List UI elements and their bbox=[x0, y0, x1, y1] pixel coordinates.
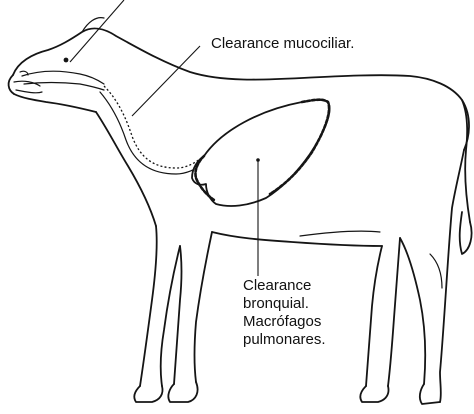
label-bronquial-line: Clearance bbox=[243, 277, 326, 295]
calf-outline bbox=[9, 18, 472, 404]
label-bronquial-line: Macrófagos bbox=[243, 313, 326, 331]
label-mucociliar-clearance: Clearance mucociliar. bbox=[211, 35, 354, 53]
trachea-airway bbox=[104, 86, 204, 168]
trachea-inner bbox=[100, 92, 206, 174]
leader-line-mucociliar-trachea bbox=[132, 46, 200, 116]
label-bronchial-clearance: Clearance bronquial. Macrófagos pulmonar… bbox=[243, 277, 326, 349]
nasal-cavity bbox=[22, 71, 104, 90]
leader-line-mucociliar-nose bbox=[70, 0, 124, 62]
label-bronquial-line: bronquial. bbox=[243, 295, 326, 313]
lung bbox=[192, 100, 330, 206]
label-bronquial-line: pulmonares. bbox=[243, 331, 326, 349]
